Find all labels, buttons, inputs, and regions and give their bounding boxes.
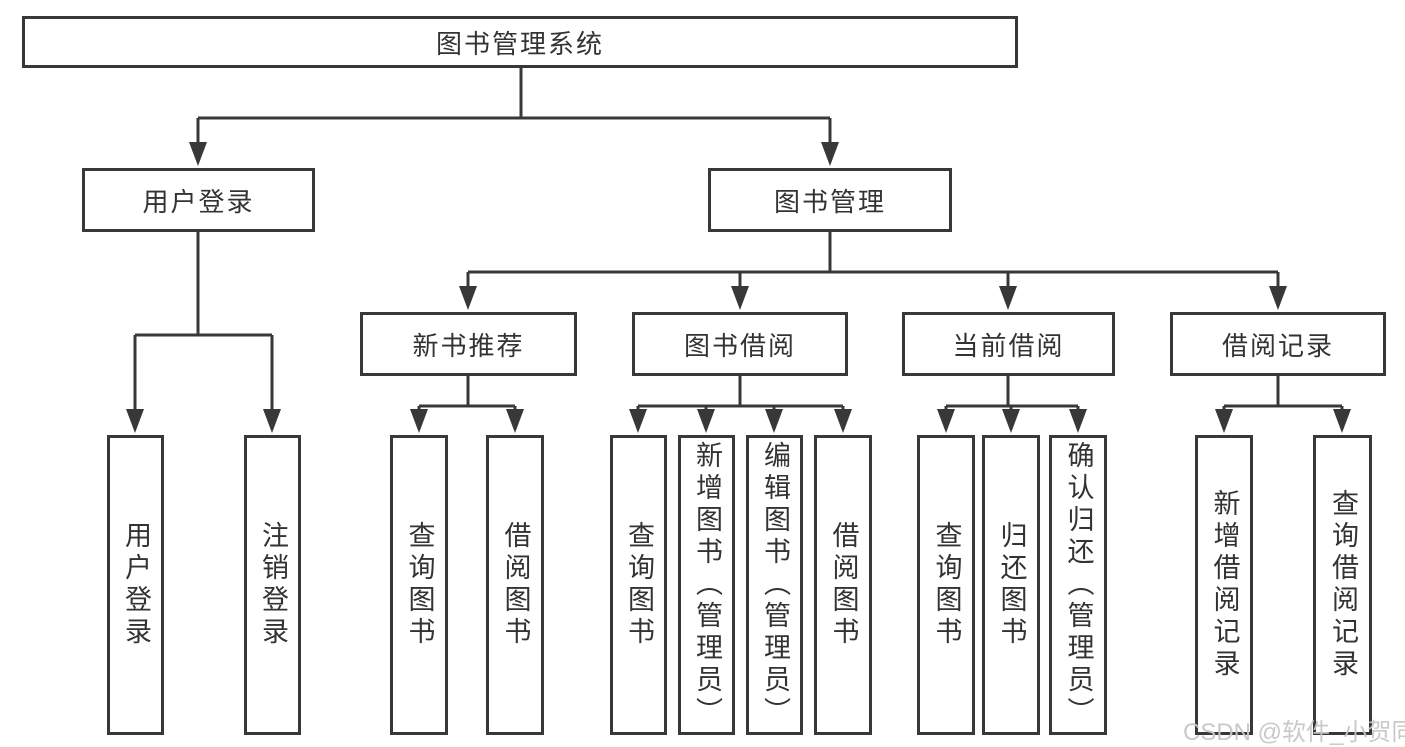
leaf-query-borrow-record: 查询借阅记录 [1313, 435, 1372, 735]
leaf-borrow-books-recommend: 借阅图书 [486, 435, 544, 735]
leaf-query-books-current: 查询图书 [917, 435, 975, 735]
leaf-return-books: 归还图书 [982, 435, 1040, 735]
node-user-login: 用户登录 [82, 168, 315, 232]
node-current-borrowing: 当前借阅 [902, 312, 1115, 376]
node-library-management-system: 图书管理系统 [22, 16, 1018, 68]
node-new-book-recommendation: 新书推荐 [360, 312, 577, 376]
leaf-query-books-recommend: 查询图书 [390, 435, 448, 735]
watermark: CSDN @软件_小贺同学 [1183, 719, 1405, 746]
leaf-add-borrow-record: 新增借阅记录 [1195, 435, 1253, 735]
leaf-add-books-admin: 新增图书（管理员） [678, 435, 735, 735]
leaf-confirm-return-admin: 确认归还（管理员） [1049, 435, 1107, 735]
leaf-edit-books-admin: 编辑图书（管理员） [746, 435, 803, 735]
leaf-user-login: 用户登录 [107, 435, 164, 735]
node-borrowing-records: 借阅记录 [1170, 312, 1386, 376]
leaf-query-books-borrowing: 查询图书 [610, 435, 667, 735]
leaf-borrow-books-borrowing: 借阅图书 [814, 435, 872, 735]
node-book-management: 图书管理 [708, 168, 952, 232]
leaf-logout-login: 注销登录 [244, 435, 301, 735]
node-book-borrowing: 图书借阅 [632, 312, 848, 376]
